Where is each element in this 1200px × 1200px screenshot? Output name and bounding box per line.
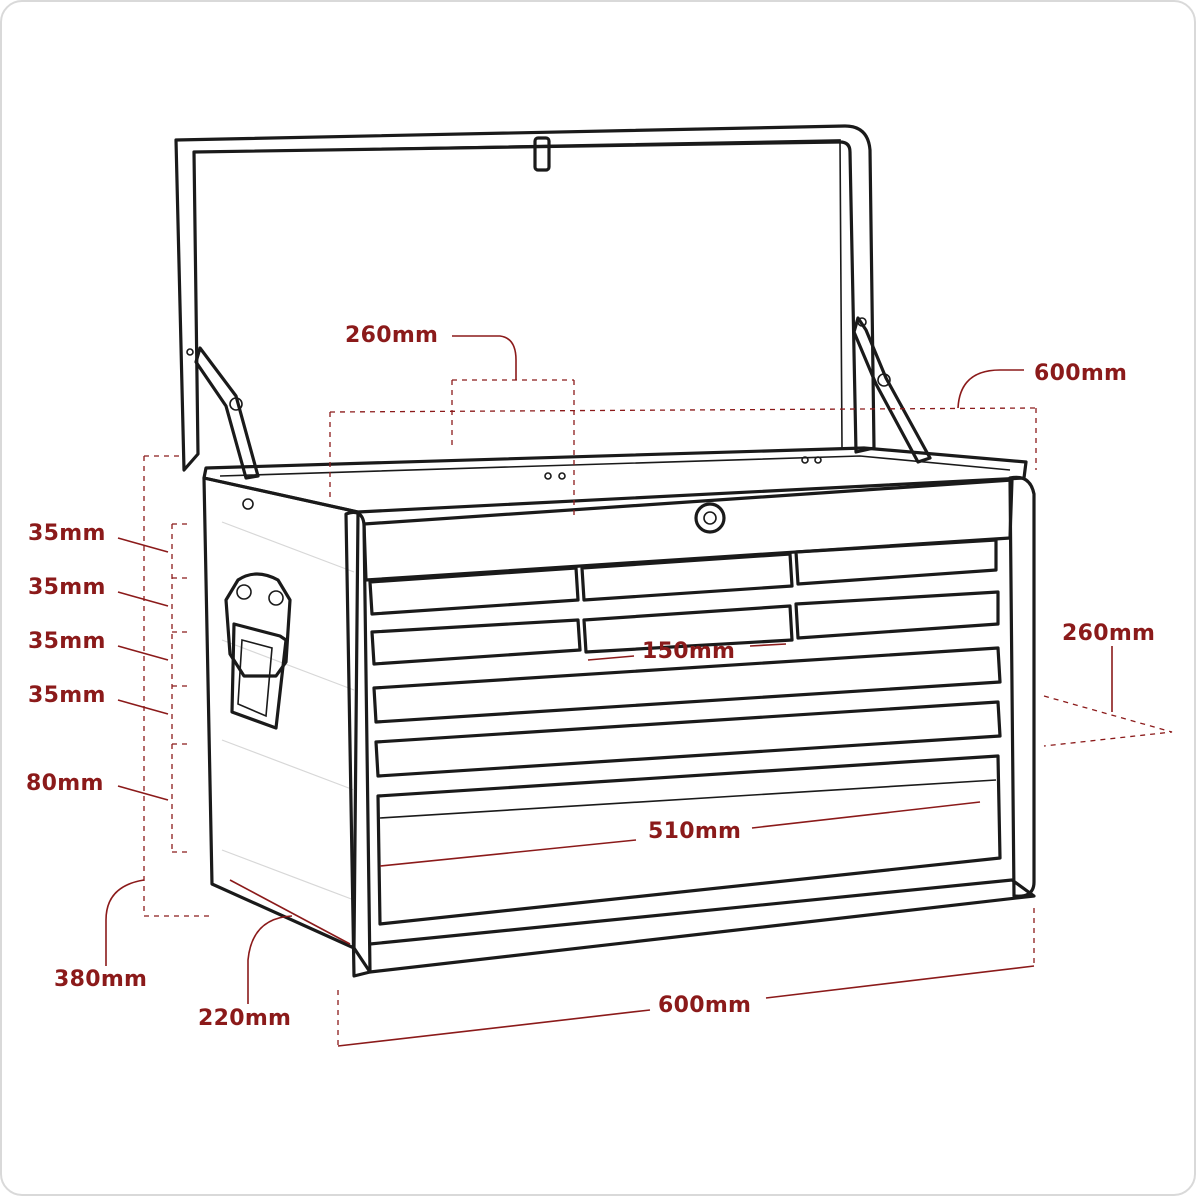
drawer-4-height-label: 35mm bbox=[28, 683, 106, 708]
overall-height-label: 380mm bbox=[54, 967, 147, 992]
small-drawer-width-label: 150mm bbox=[642, 639, 735, 664]
side-handle bbox=[224, 572, 292, 730]
chest-body bbox=[202, 446, 1036, 978]
drawer-1-height-label: 35mm bbox=[28, 521, 106, 546]
lid-stay-right bbox=[852, 316, 932, 464]
top-width-label: 600mm bbox=[1034, 361, 1127, 386]
open-lid bbox=[174, 124, 876, 472]
drawer-2-height-label: 35mm bbox=[28, 575, 106, 600]
lid-stay-left bbox=[194, 346, 260, 480]
keylock-icon bbox=[694, 502, 726, 534]
large-drawer-width-label: 510mm bbox=[648, 819, 741, 844]
drawer-5-height-label: 80mm bbox=[26, 771, 104, 796]
drawers bbox=[368, 538, 1002, 926]
dimension-lines bbox=[105, 335, 1173, 1047]
top-width-line bbox=[329, 407, 1037, 500]
drawer-3-height-label: 35mm bbox=[28, 629, 106, 654]
bottom-width-label: 600mm bbox=[658, 993, 751, 1018]
lid-depth-label: 260mm bbox=[345, 323, 438, 348]
right-depth-label: 260mm bbox=[1062, 621, 1155, 646]
side-depth-label: 220mm bbox=[198, 1006, 291, 1031]
lid-latch-icon bbox=[533, 136, 551, 172]
